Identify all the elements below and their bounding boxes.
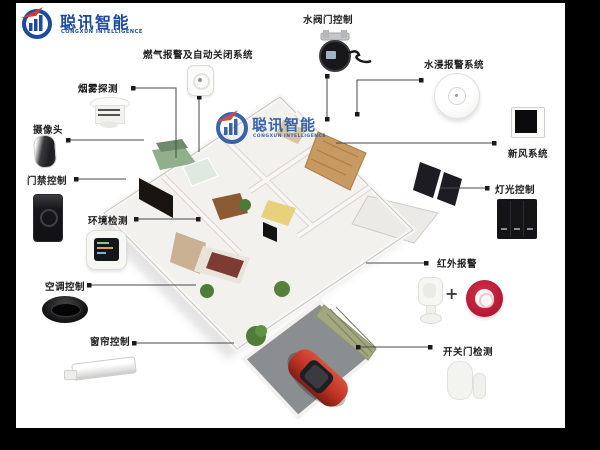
- brand-name-cn: 聪讯智能: [60, 13, 131, 32]
- window-dark-2: [437, 172, 462, 206]
- wardrobe-big: [304, 131, 367, 191]
- label-ir-alarm: 红外报警: [437, 259, 478, 270]
- label-valve-control: 水阀门控制: [303, 15, 354, 26]
- smoke-detector-icon: [90, 97, 130, 133]
- gas-detector-icon: [187, 65, 214, 96]
- callout-markers: [66, 74, 497, 350]
- callout-line-leak: [356, 79, 421, 114]
- tree-3: [200, 284, 214, 298]
- watermark-logo: 聪讯智能 CONGXUN INTELLIGENCE: [214, 108, 334, 148]
- label-env-detect: 环境检测: [88, 216, 129, 227]
- brand-logo: 聪讯智能 CONGXUN INTELLIGENCE: [20, 6, 160, 40]
- plus-sign: +: [445, 284, 459, 303]
- tree-1-top: [255, 325, 267, 337]
- security-camera-icon: [32, 134, 58, 169]
- watermark-name-en: CONGXUN INTELLIGENCE: [253, 134, 326, 139]
- ac-controller-icon: [42, 296, 88, 323]
- siren-icon: [466, 280, 503, 317]
- watermark-emblem-icon: [216, 110, 248, 144]
- window-dark-1: [413, 162, 441, 198]
- label-camera: 摄像头: [33, 125, 64, 136]
- brand-emblem-icon: [21, 7, 52, 39]
- red-car: [287, 349, 348, 407]
- tv-cabinet: [263, 222, 277, 242]
- label-door-detect: 开关门检测: [443, 347, 494, 358]
- balcony-wing: [351, 195, 439, 244]
- kitchen-counter: [156, 139, 188, 152]
- water-leak-sensor-icon: [434, 73, 480, 119]
- callout-line-smoke: [133, 87, 177, 158]
- label-gas-alarm: 燃气报警及自动关闭系统: [143, 50, 254, 61]
- watermark-name-cn: 聪讯智能: [252, 116, 317, 134]
- label-ac-control: 空调控制: [45, 282, 86, 293]
- label-light-control: 灯光控制: [495, 185, 536, 196]
- entry-door: [139, 178, 173, 218]
- content-area: 燃气报警及自动关闭系统 烟雾探测 摄像头 门禁控制 环境检测 空调控制 窗帘控制…: [16, 3, 565, 428]
- label-curtain-control: 窗帘控制: [90, 337, 131, 348]
- interior-walls-top: [161, 111, 372, 255]
- fresh-air-panel-icon: [511, 107, 545, 138]
- label-access-control: 门禁控制: [27, 176, 68, 187]
- dining-table: [212, 193, 248, 220]
- curtain-motor-icon: [64, 354, 137, 386]
- label-fresh-air: 新风系统: [508, 149, 549, 160]
- tree-2: [274, 281, 290, 297]
- brand-name-en: CONGXUN INTELLIGENCE: [61, 29, 143, 35]
- indoor-plant: [239, 199, 251, 211]
- light-switch-icon: [497, 199, 537, 239]
- glass-door: [182, 157, 219, 187]
- door-sensor-icon: [446, 360, 488, 400]
- bath-fixture: [286, 122, 298, 134]
- water-valve-icon: [319, 30, 372, 72]
- bed-quilt: [206, 252, 244, 278]
- bed-right: [261, 200, 296, 226]
- door-lock-icon: [33, 194, 63, 242]
- label-leak-alarm: 水浸报警系统: [424, 60, 485, 71]
- kitchen-floor: [152, 146, 196, 170]
- wardrobe-shelves: [310, 140, 359, 176]
- label-smoke-detect: 烟雾探测: [78, 84, 119, 95]
- pir-sensor-icon: [417, 277, 443, 324]
- garage-door-slats: [326, 306, 377, 357]
- environment-sensor-icon: [86, 230, 127, 270]
